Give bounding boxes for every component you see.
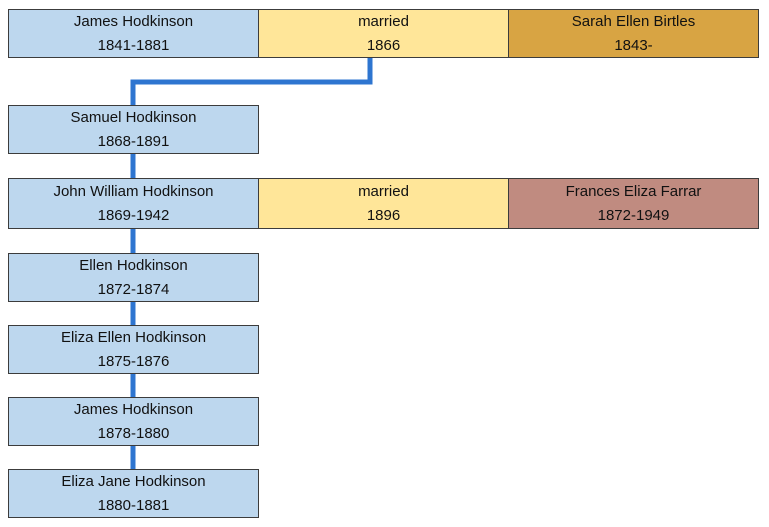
child-ellen-hodkinson: Ellen Hodkinson 1872-1874 — [8, 253, 259, 302]
person-name: Eliza Jane Hodkinson — [61, 472, 206, 490]
marriage-year: 1896 — [366, 206, 401, 224]
child-james-hodkinson: James Hodkinson 1878-1880 — [8, 397, 259, 446]
child-john-william-hodkinson: John William Hodkinson 1869-1942 — [8, 178, 259, 229]
person-dates: 1843- — [614, 36, 653, 54]
person-dates: 1872-1874 — [97, 280, 170, 298]
child-samuel-hodkinson: Samuel Hodkinson 1868-1891 — [8, 105, 259, 154]
person-dates: 1878-1880 — [97, 424, 170, 442]
person-dates: 1875-1876 — [97, 352, 170, 370]
person-sarah-ellen-birtles: Sarah Ellen Birtles 1843- — [508, 9, 759, 58]
person-dates: 1880-1881 — [97, 496, 170, 514]
person-dates: 1869-1942 — [97, 206, 170, 224]
marriage-1866-descent-line — [130, 57, 373, 106]
marriage-box-1896: married 1896 — [258, 178, 509, 229]
marriage-year: 1866 — [366, 36, 401, 54]
person-name: James Hodkinson — [73, 12, 194, 30]
person-dates: 1868-1891 — [97, 132, 170, 150]
person-name: Sarah Ellen Birtles — [571, 12, 696, 30]
person-dates: 1841-1881 — [97, 36, 170, 54]
person-frances-eliza-farrar: Frances Eliza Farrar 1872-1949 — [508, 178, 759, 229]
marriage-box-1866: married 1866 — [258, 9, 509, 58]
marriage-label: married — [358, 12, 409, 30]
child-eliza-ellen-hodkinson: Eliza Ellen Hodkinson 1875-1876 — [8, 325, 259, 374]
person-name: James Hodkinson — [73, 400, 194, 418]
person-james-hodkinson-father: James Hodkinson 1841-1881 — [8, 9, 259, 58]
person-name: Samuel Hodkinson — [70, 108, 197, 126]
person-name: Frances Eliza Farrar — [565, 182, 702, 200]
person-name: Ellen Hodkinson — [79, 256, 188, 274]
marriage-label: married — [358, 182, 409, 200]
person-name: Eliza Ellen Hodkinson — [60, 328, 207, 346]
person-dates: 1872-1949 — [597, 206, 670, 224]
child-eliza-jane-hodkinson: Eliza Jane Hodkinson 1880-1881 — [8, 469, 259, 518]
person-name: John William Hodkinson — [53, 182, 214, 200]
